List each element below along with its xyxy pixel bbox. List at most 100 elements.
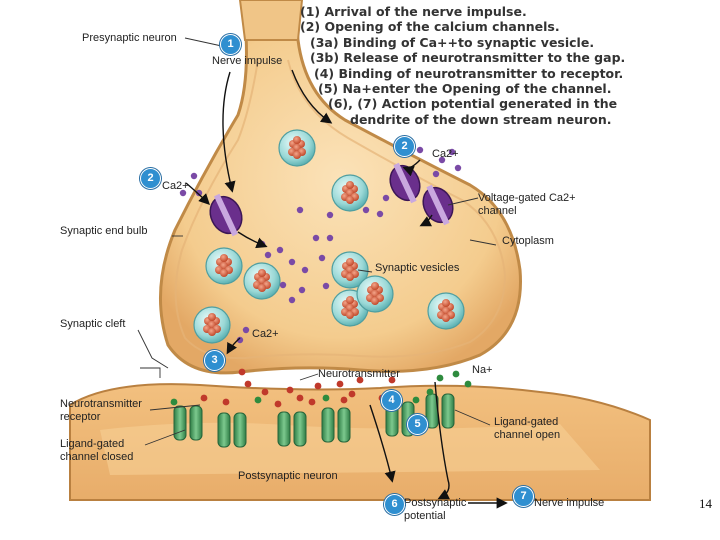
calcium-ion <box>382 194 390 202</box>
presynaptic-neuron-label: Presynaptic neuron <box>82 32 177 44</box>
sodium-ion <box>436 374 444 382</box>
postsynaptic-neuron-label: Postsynaptic neuron <box>238 470 338 482</box>
synaptic-vesicle <box>205 247 243 285</box>
calcium-ion <box>276 246 284 254</box>
synaptic-vesicle <box>243 262 281 300</box>
synaptic-vesicle <box>331 251 369 289</box>
sodium-ion <box>412 396 420 404</box>
calcium-ion <box>448 148 456 156</box>
neurotransmitter-group <box>170 368 472 408</box>
calcium-ion <box>242 326 250 334</box>
voltage-gated-channel-right2 <box>422 184 454 226</box>
badge-3: 3 <box>204 350 225 371</box>
calcium-ion <box>376 210 384 218</box>
nerve-impulse-top-label: Nerve impulse <box>212 55 283 67</box>
neurotransmitter-molecule <box>222 398 230 406</box>
sodium-ion <box>426 388 434 396</box>
badge-1: 1 <box>220 34 241 55</box>
calcium-ion <box>298 286 306 294</box>
calcium-ion <box>312 234 320 242</box>
ligand-open-label: Ligand-gated channel open <box>494 416 561 441</box>
ligand-gated-receptor <box>321 407 351 443</box>
synaptic-vesicle <box>356 275 394 313</box>
neurotransmitter-molecule <box>200 394 208 402</box>
neurotransmitter-molecule <box>356 376 364 384</box>
calcium-ion <box>362 206 370 214</box>
calcium-ion <box>190 172 198 180</box>
calcium-ion <box>279 281 287 289</box>
badge-2-right: 2 <box>394 136 415 157</box>
ca-right-label: Ca2+ <box>432 148 459 160</box>
ligand-gated-receptor <box>425 393 455 429</box>
nt-receptor-label: Neurotransmitter receptor <box>60 398 142 423</box>
step-6-7-cont: dendrite of the down stream neuron. <box>350 111 612 127</box>
receptors-group <box>173 393 455 448</box>
nerve-impulse-bottom-label: Nerve impulse <box>534 497 605 509</box>
ligand-gated-receptor <box>173 405 203 441</box>
synaptic-vesicles-group <box>193 129 465 344</box>
step-5: (5) Na+enter the Opening of the channel. <box>318 81 612 97</box>
synaptic-vesicle <box>278 129 316 167</box>
neurotransmitter-molecule <box>348 390 356 398</box>
step-1: (1) Arrival of the nerve impulse. <box>300 4 527 19</box>
step-3b: (3b) Release of neurotransmitter to the … <box>310 50 626 66</box>
ca-left-label: Ca2+ <box>162 180 189 192</box>
calcium-ion <box>264 251 272 259</box>
axon <box>238 0 304 41</box>
badge-2-left: 2 <box>140 168 161 189</box>
synaptic-cleft-label: Synaptic cleft <box>60 318 126 330</box>
calcium-ion <box>438 156 446 164</box>
arrows <box>185 69 508 509</box>
ligand-closed-label: Ligand-gated channel closed <box>60 438 134 463</box>
step-4: (4) Binding of neurotransmitter to recep… <box>314 65 624 81</box>
na-label: Na+ <box>472 364 493 376</box>
neurotransmitter-molecule <box>388 376 396 384</box>
synaptic-vesicles-label: Synaptic vesicles <box>375 262 460 274</box>
synaptic-end-bulb-label: Synaptic end bulb <box>60 225 148 237</box>
neurotransmitter-molecule <box>274 400 282 408</box>
badge-4: 4 <box>381 390 402 411</box>
sodium-ion <box>254 396 262 404</box>
calcium-ion <box>318 254 326 262</box>
cytoplasm-label: Cytoplasm <box>502 235 554 247</box>
badge-7: 7 <box>513 486 534 507</box>
leader-lines <box>137 37 497 446</box>
step-3a: (3a) Binding of Ca++to synaptic vesicle. <box>310 34 595 50</box>
calcium-ion <box>288 296 296 304</box>
badge-6: 6 <box>384 494 405 515</box>
synaptic-vesicle <box>427 292 465 330</box>
neurotransmitter-molecule <box>340 396 348 404</box>
calcium-ion <box>301 266 309 274</box>
ligand-gated-receptor <box>277 411 307 447</box>
calcium-ion <box>236 336 244 344</box>
calcium-ion <box>296 206 304 214</box>
neurotransmitter-label: Neurotransmitter <box>318 368 400 380</box>
ligand-gated-receptor <box>217 412 247 448</box>
voltage-gated-label: Voltage-gated Ca2+ channel <box>478 192 576 217</box>
calcium-ion <box>179 189 187 197</box>
steps-list: (1) Arrival of the nerve impulse. (2) Op… <box>300 4 640 127</box>
calcium-ion <box>322 282 330 290</box>
voltage-gated-channel-left <box>209 193 243 237</box>
neurotransmitter-molecule <box>238 368 246 376</box>
calcium-ion <box>288 258 296 266</box>
calcium-ion <box>416 146 424 154</box>
neurotransmitter-molecule <box>244 380 252 388</box>
neurotransmitter-molecule <box>336 380 344 388</box>
neurotransmitter-molecule <box>308 398 316 406</box>
postsynaptic-potential-label: Postsynaptic potential <box>404 497 467 522</box>
neurotransmitter-molecule <box>296 394 304 402</box>
sodium-ion <box>322 394 330 402</box>
neurotransmitter-molecule <box>286 386 294 394</box>
synaptic-vesicle <box>193 306 231 344</box>
neurotransmitter-molecule <box>314 382 322 390</box>
bulb-membrane-inner <box>174 59 507 360</box>
badge-5: 5 <box>407 414 428 435</box>
calcium-ion <box>326 234 334 242</box>
sodium-ion <box>452 370 460 378</box>
page-number: 14 <box>699 496 712 511</box>
calcium-ion <box>432 170 440 178</box>
step-2: (2) Opening of the calcium channels. <box>300 19 560 35</box>
calcium-ion <box>454 164 462 172</box>
